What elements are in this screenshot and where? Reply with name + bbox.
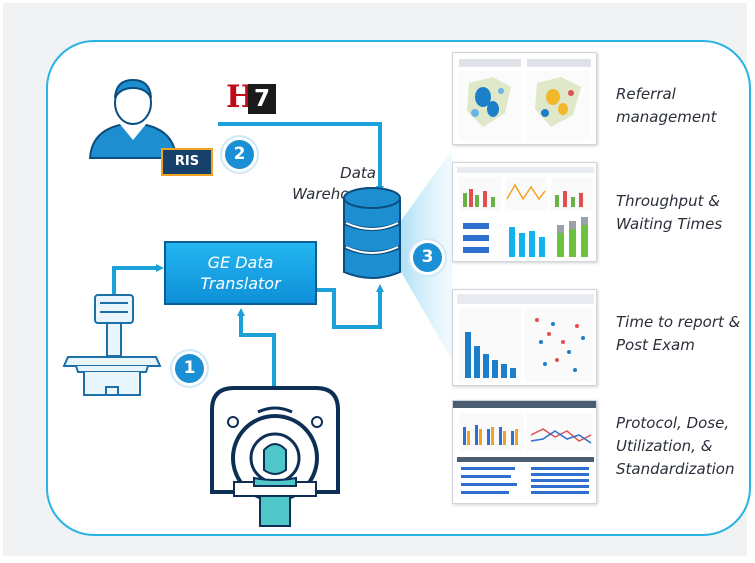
referral-management-label: Referral management — [616, 85, 717, 126]
ge-data-translator-box: GE Data Translator — [164, 241, 317, 305]
throughput-waiting-label: Throughput & Waiting Times — [616, 192, 723, 233]
diagram-panel — [46, 40, 751, 536]
hl7-logo: H 7 — [226, 81, 281, 114]
ris-badge: RIS — [161, 148, 213, 176]
protocol-dashboard-thumbnail — [452, 400, 597, 504]
ge-data-translator-label: GE Data Translator — [200, 253, 281, 293]
time-to-report-label: Time to report & Post Exam — [616, 313, 741, 354]
referral-dashboard-thumbnail — [452, 52, 597, 145]
time-to-report-dashboard-thumbnail — [452, 289, 597, 386]
step-2-badge: 2 — [225, 140, 254, 169]
protocol-dose-label: Protocol, Dose, Utilization, & Standardi… — [616, 414, 735, 478]
throughput-dashboard-thumbnail — [452, 162, 597, 262]
step-3-badge: 3 — [413, 243, 442, 272]
step-1-badge: 1 — [175, 354, 204, 383]
